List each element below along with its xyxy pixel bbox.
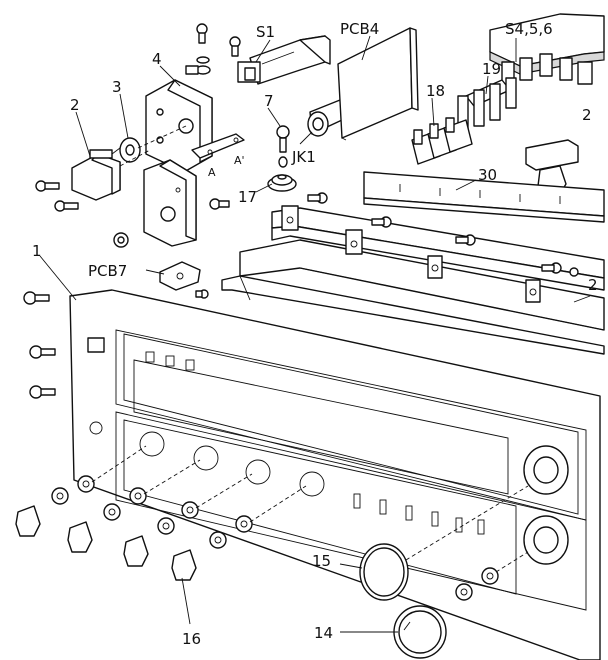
label-3: 3	[112, 78, 122, 96]
part-18-knobs	[411, 117, 473, 165]
switch-board-s456	[489, 13, 605, 85]
jack-jk1	[307, 99, 343, 137]
label-15: 15	[312, 552, 331, 570]
panel-screws	[23, 291, 56, 399]
top-screws	[185, 23, 241, 75]
label-2-chassis: 2	[588, 276, 598, 294]
label-2: 2	[70, 96, 80, 114]
guide-line	[195, 473, 253, 509]
chassis-rails	[221, 205, 605, 355]
label-1: 1	[32, 242, 42, 260]
pcb7-board	[159, 261, 209, 299]
knob-14	[393, 605, 447, 659]
label-a: A	[208, 166, 216, 179]
front-panel-1	[69, 289, 601, 660]
small-screw	[307, 192, 328, 204]
guide-line	[137, 125, 187, 149]
guide-line	[143, 459, 201, 495]
label-s456: S4,5,6	[505, 20, 553, 38]
part-2-block	[71, 149, 121, 201]
knob-15	[359, 543, 409, 601]
label-s1: S1	[256, 23, 275, 41]
guide-line	[405, 485, 529, 561]
guide-line	[495, 551, 529, 573]
label-2-right: 2	[582, 106, 592, 124]
knob-set-16	[15, 475, 253, 581]
leader-lines	[39, 35, 591, 633]
label-a-prime: A'	[234, 154, 245, 167]
label-17: 17	[238, 188, 257, 206]
screw-7	[276, 125, 290, 168]
bar-30	[363, 171, 605, 223]
left-screws	[35, 180, 230, 248]
label-14: 14	[314, 624, 333, 642]
label-4: 4	[152, 50, 162, 68]
label-7: 7	[264, 92, 274, 110]
label-18: 18	[426, 82, 445, 100]
label-jk1: JK1	[291, 148, 316, 166]
label-16: 16	[182, 630, 201, 648]
label-pcb4: PCB4	[340, 20, 379, 38]
lower-bracket	[143, 159, 197, 247]
part-17-washer	[267, 174, 297, 192]
pcb4-board	[337, 27, 419, 141]
chassis-screws	[371, 216, 579, 277]
label-19: 19	[482, 60, 501, 78]
label-pcb7: PCB7	[88, 262, 127, 280]
switch-s1	[237, 35, 331, 85]
bracket-4	[145, 79, 245, 173]
guide-line	[119, 149, 151, 167]
part-19-levers	[457, 77, 517, 133]
guide-line	[91, 445, 147, 483]
label-30: 30	[478, 166, 497, 184]
nut-washer-set	[455, 567, 499, 601]
part-labels: S1 PCB4 S4,5,6 4 3 2 7 19 18 2 A A' JK1 …	[32, 20, 598, 648]
part-3-bushing	[111, 137, 141, 163]
